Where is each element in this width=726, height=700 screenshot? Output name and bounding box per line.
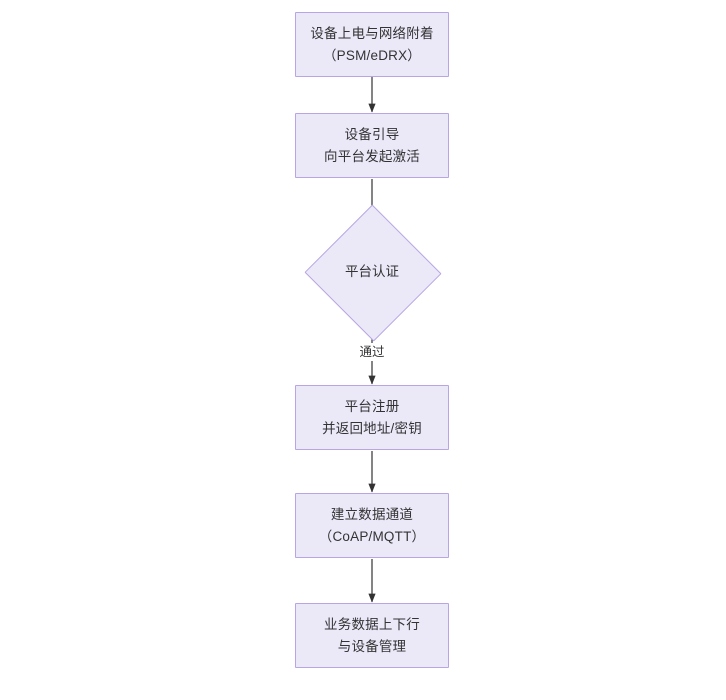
node-bootstrap[interactable]: 设备引导 向平台发起激活 [295, 113, 449, 178]
node-data-channel-line-2: （CoAP/MQTT） [318, 528, 426, 544]
edge-label-pass: 通过 [356, 343, 388, 361]
node-service-data-line-2: 与设备管理 [337, 638, 407, 654]
node-service-data-line-1: 业务数据上下行 [324, 616, 420, 632]
node-power-on-line-2: （PSM/eDRX） [322, 47, 422, 63]
node-platform-register-line-2: 并返回地址/密钥 [322, 420, 422, 436]
node-bootstrap-line-2: 向平台发起激活 [324, 148, 420, 164]
node-platform-register[interactable]: 平台注册 并返回地址/密钥 [295, 385, 449, 450]
node-power-on-line-1: 设备上电与网络附着 [310, 25, 434, 41]
node-platform-register-line-1: 平台注册 [344, 398, 400, 414]
node-data-channel-line-1: 建立数据通道 [330, 506, 414, 522]
node-power-on[interactable]: 设备上电与网络附着 （PSM/eDRX） [295, 12, 449, 77]
node-data-channel[interactable]: 建立数据通道 （CoAP/MQTT） [295, 493, 449, 558]
node-bootstrap-line-1: 设备引导 [344, 126, 400, 142]
node-platform-auth-shape [304, 204, 442, 342]
node-service-data[interactable]: 业务数据上下行 与设备管理 [295, 603, 449, 668]
node-platform-auth[interactable]: 平台认证 [304, 204, 442, 342]
